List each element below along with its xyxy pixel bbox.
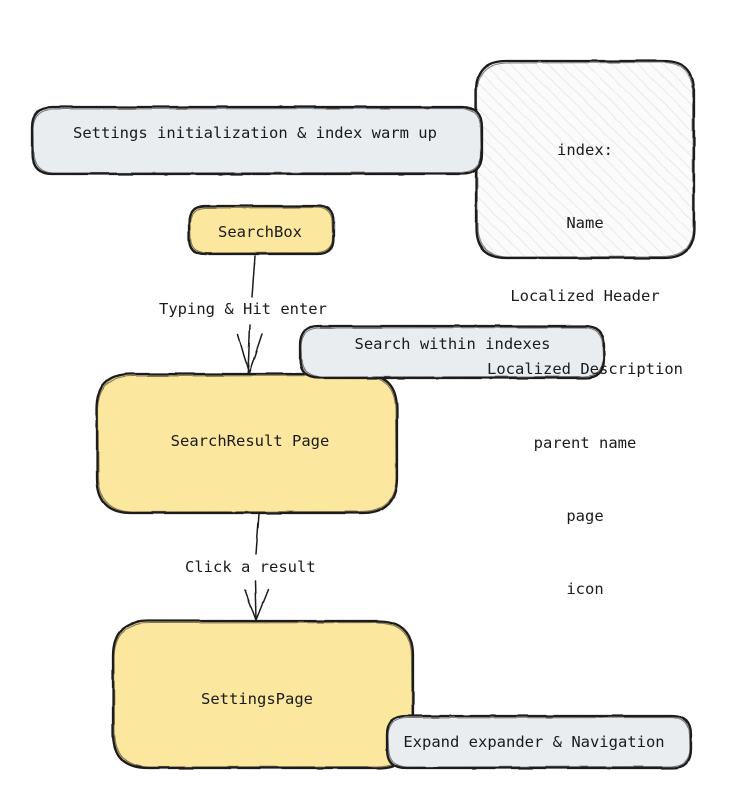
edge-searchbox-to-results (237, 255, 263, 374)
node-searchbox-hit[interactable] (189, 206, 334, 254)
node-settings-page-hit[interactable] (113, 621, 413, 768)
node-searchresult-page[interactable] (95, 372, 399, 515)
node-search-within[interactable] (298, 324, 606, 380)
node-search-within-hit[interactable] (300, 326, 604, 378)
node-searchbox[interactable] (187, 204, 336, 256)
node-index[interactable] (474, 59, 696, 260)
node-expand-expander[interactable] (385, 714, 693, 770)
edge-results-to-settings (244, 513, 269, 621)
node-expand-expander-hit[interactable] (387, 716, 691, 768)
node-searchresult-page-hit[interactable] (97, 374, 397, 513)
node-index-hit[interactable] (476, 61, 694, 258)
node-settings-init-hit[interactable] (32, 107, 482, 174)
node-settings-init[interactable] (30, 105, 484, 176)
node-settings-page[interactable] (111, 619, 415, 770)
